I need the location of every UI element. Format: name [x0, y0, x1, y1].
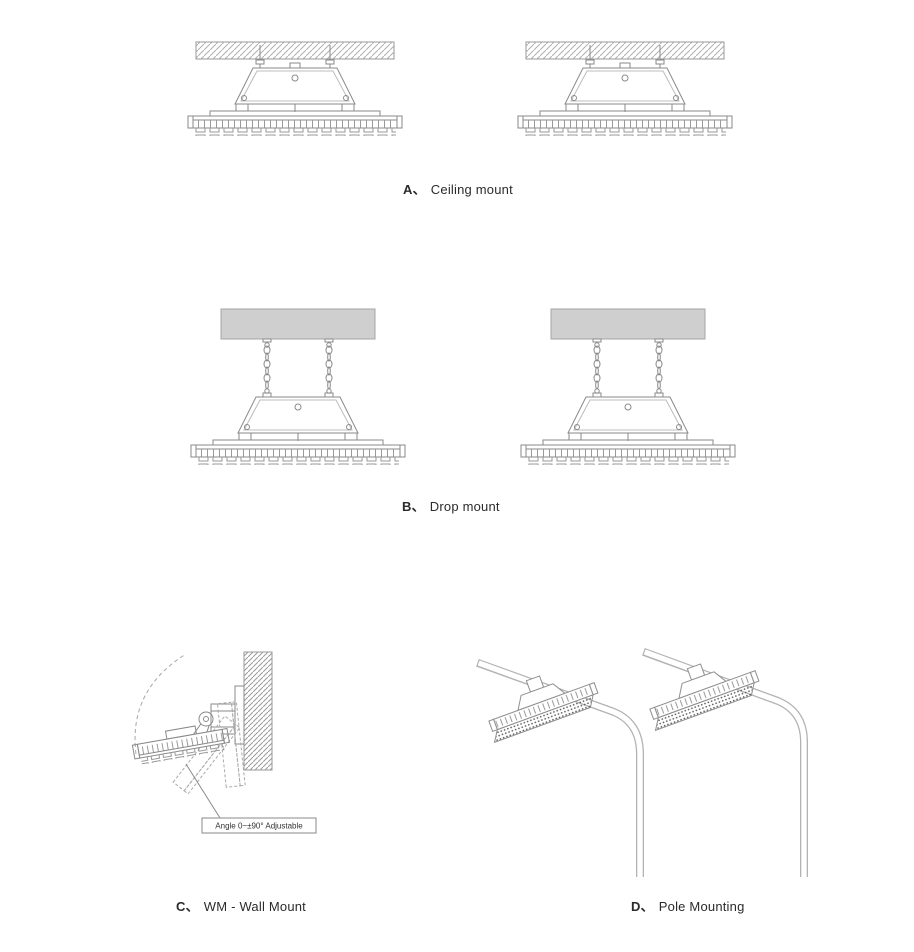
ceiling-mount-figure-right: [510, 38, 740, 138]
light-fixture: [190, 439, 406, 465]
section-a-label: Ceiling mount: [430, 182, 513, 197]
section-d-caption: D、 Pole Mounting: [631, 896, 745, 915]
section-a-caption: A、 Ceiling mount: [403, 179, 513, 198]
section-b-label: Drop mount: [429, 499, 500, 514]
drop-mount-drawing: [520, 308, 736, 465]
section-c-caption: C、 WM - Wall Mount: [176, 896, 306, 915]
pole-mounting-figure: [432, 622, 842, 877]
light-fixture-left: [488, 675, 599, 744]
rotation-arc: [134, 653, 187, 755]
pivot-bracket: [198, 703, 236, 735]
hanging-chains: [592, 338, 664, 398]
concrete-slab: [220, 308, 376, 340]
anchor-bolts: [255, 45, 335, 68]
ceiling-slab: [525, 41, 725, 60]
pole-left: [475, 659, 644, 877]
section-d-letter: D、: [631, 899, 654, 914]
mounting-bracket: [567, 396, 689, 441]
mounting-bracket: [234, 62, 356, 112]
wall: [243, 651, 273, 771]
ceiling-slab: [195, 41, 395, 60]
light-fixture: [517, 110, 733, 136]
section-b-letter: B、: [402, 499, 425, 514]
ceiling-mount-drawing: [187, 41, 403, 136]
section-c-label: WM - Wall Mount: [203, 899, 306, 914]
section-a-letter: A、: [403, 182, 426, 197]
light-fixture: [131, 723, 230, 765]
light-fixture-right: [649, 663, 760, 732]
concrete-slab: [550, 308, 706, 340]
anchor-bolts: [585, 45, 665, 68]
light-fixture: [187, 110, 403, 136]
section-c-letter: C、: [176, 899, 199, 914]
light-fixture: [520, 439, 736, 465]
section-b-caption: B、 Drop mount: [402, 496, 500, 515]
pole-mounting-drawing: [475, 648, 808, 877]
wall-mount-drawing: Angle 0~±90° Adjustable: [131, 651, 317, 834]
angle-annotation-text: Angle 0~±90° Adjustable: [215, 822, 303, 831]
drop-mount-drawing: [190, 308, 406, 465]
wall-mount-figure: Angle 0~±90° Adjustable: [108, 632, 323, 847]
angle-annotation: Angle 0~±90° Adjustable: [201, 817, 317, 834]
drop-mount-figure-left: [183, 305, 413, 467]
mounting-bracket: [564, 62, 686, 112]
ceiling-mount-drawing: [517, 41, 733, 136]
section-d-label: Pole Mounting: [658, 899, 745, 914]
annotation-leader: [185, 763, 221, 819]
pole-right: [641, 648, 808, 877]
ceiling-mount-figure-left: [180, 38, 410, 138]
hanging-chains: [262, 338, 334, 398]
mounting-bracket: [237, 396, 359, 441]
drop-mount-figure-right: [513, 305, 743, 467]
